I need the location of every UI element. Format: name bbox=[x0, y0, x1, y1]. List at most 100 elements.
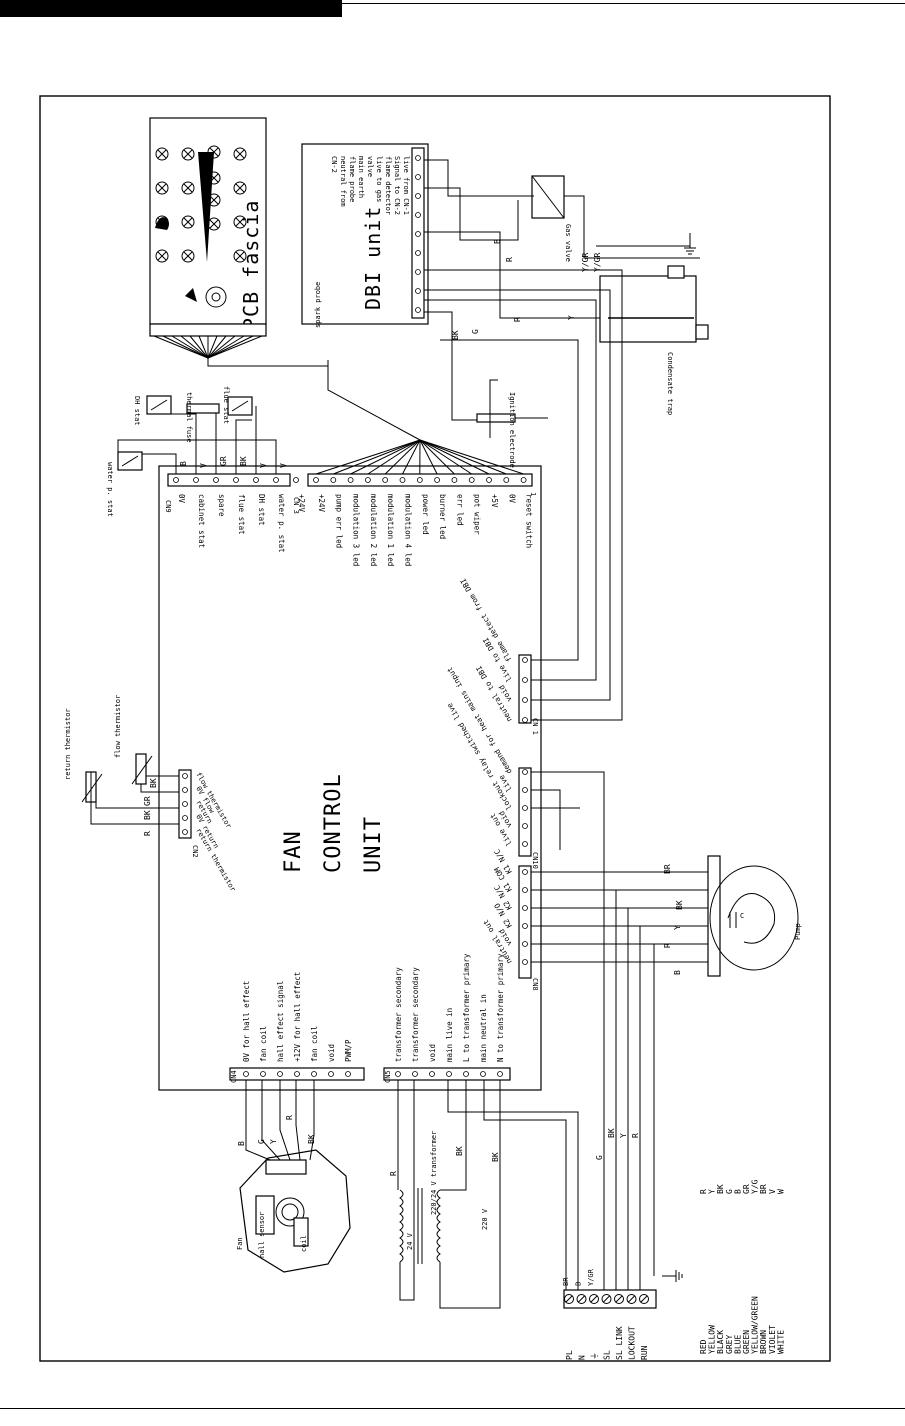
cn3-pin bbox=[434, 477, 441, 483]
cn3-pin bbox=[382, 477, 389, 483]
cn5-pin-label: main neutral in bbox=[479, 994, 488, 1062]
legend-colour-name: GREY bbox=[725, 1335, 734, 1354]
header-bar bbox=[0, 0, 342, 17]
terminal-label: LOCKOUT bbox=[628, 1326, 637, 1360]
svg-text:Pump: Pump bbox=[794, 923, 802, 940]
cn3-pin-label: err led bbox=[455, 494, 464, 526]
svg-text:C: C bbox=[740, 912, 744, 920]
dbi-pin bbox=[415, 307, 421, 313]
cn9-pin-label: 0V bbox=[177, 494, 186, 504]
cn2-pin bbox=[182, 829, 188, 835]
fascia-led-icon bbox=[181, 249, 195, 263]
svg-text:B: B bbox=[673, 970, 682, 975]
dbi-terminal-label: valve bbox=[366, 156, 374, 177]
cn5-pin bbox=[412, 1071, 418, 1077]
cn4-pin-label: hall effect signal bbox=[276, 981, 285, 1062]
cn3-pin-label: power led bbox=[421, 494, 430, 535]
reset-knob-icon[interactable] bbox=[205, 286, 227, 308]
cn4-pin-label: +12V for hall effect bbox=[293, 972, 302, 1062]
dbi-pin bbox=[415, 193, 421, 199]
terminal-screw-icon bbox=[576, 1294, 587, 1304]
cn4-pin bbox=[311, 1071, 317, 1077]
pot-indicator-icon bbox=[198, 152, 214, 262]
svg-text:B: B bbox=[493, 239, 502, 244]
cn9-pin-label: +24V bbox=[297, 494, 306, 513]
terminal-screw-icon bbox=[601, 1294, 612, 1304]
cn5-pin bbox=[429, 1071, 435, 1077]
cn1-pin bbox=[522, 697, 528, 703]
svg-text:BK: BK bbox=[491, 1152, 500, 1162]
cn5-pin-label: void bbox=[428, 1044, 437, 1062]
fascia-led-icon bbox=[181, 181, 195, 195]
svg-text:CN4: CN4 bbox=[230, 1070, 238, 1083]
cn8-pin bbox=[522, 887, 528, 893]
cn2-pin bbox=[182, 787, 188, 793]
cn3-pin bbox=[330, 477, 337, 483]
dbi-terminal-label: neutral from bbox=[339, 156, 347, 207]
svg-text:CN2: CN2 bbox=[191, 845, 199, 858]
dbi-terminal-label: CN-2 bbox=[330, 156, 338, 173]
legend-colour-name: GREEN bbox=[742, 1330, 751, 1354]
cn4-pin bbox=[294, 1071, 300, 1077]
cn4-pin bbox=[277, 1071, 283, 1077]
legend-colour-code: Y bbox=[708, 1189, 717, 1194]
cn3-pin-label: modulation 1 led bbox=[386, 494, 395, 566]
svg-text:BK: BK bbox=[143, 810, 152, 820]
cn5-pin-label: transformer secondary bbox=[411, 967, 420, 1062]
svg-text:BK: BK bbox=[607, 1128, 616, 1138]
svg-text:R: R bbox=[389, 1171, 398, 1176]
cn3-pin bbox=[486, 477, 492, 483]
svg-text:G: G bbox=[595, 1155, 604, 1160]
terminal-screw-icon bbox=[589, 1294, 599, 1304]
cn9-pin bbox=[193, 477, 199, 483]
cn9-pin bbox=[213, 477, 219, 483]
svg-text:flue stat: flue stat bbox=[222, 386, 230, 424]
legend-colour-code: B bbox=[733, 1189, 742, 1194]
cn4-connector: 0V for hall effect fan coil hall effect si… bbox=[229, 972, 365, 1083]
cn9-pin-label: flue stat bbox=[237, 494, 246, 535]
cn9-pin bbox=[233, 477, 239, 483]
svg-text:Fan: Fan bbox=[236, 1237, 244, 1250]
header-rule bbox=[342, 3, 905, 4]
cn9-pin-label: cabinet stat bbox=[197, 494, 206, 548]
cn5-pin bbox=[395, 1071, 401, 1077]
cn5-pin bbox=[446, 1071, 452, 1077]
svg-text:R: R bbox=[663, 943, 672, 948]
flame-icon bbox=[155, 217, 169, 230]
cn2-pin bbox=[182, 801, 188, 807]
svg-text:1: 1 bbox=[529, 492, 537, 496]
svg-text:BK: BK bbox=[675, 900, 684, 910]
cn9-pin bbox=[173, 477, 179, 483]
dbi-pin bbox=[415, 212, 421, 218]
svg-text:water p. stat: water p. stat bbox=[106, 462, 114, 517]
svg-text:24 V: 24 V bbox=[406, 1232, 414, 1250]
cn5-connector: transformer secondary transformer seconda… bbox=[383, 953, 511, 1083]
svg-text:B: B bbox=[179, 461, 188, 466]
cn3-pin-label: +5V bbox=[490, 494, 499, 508]
svg-text:Ignition electrode: Ignition electrode bbox=[508, 392, 516, 468]
arrow-icon bbox=[185, 288, 197, 302]
transformer: 24 V 220/24 V transformer 220 V bbox=[399, 1131, 489, 1264]
legend-colour-name: YELLOW bbox=[708, 1325, 717, 1354]
svg-text:CONTROL: CONTROL bbox=[321, 773, 346, 873]
fan: Fan hall sensor coil bbox=[236, 1149, 351, 1273]
dbi-terminal-label: live from CN-1 bbox=[402, 156, 410, 215]
svg-text:DH stat: DH stat bbox=[133, 396, 141, 426]
cn5-pin-label: transformer secondary bbox=[394, 967, 403, 1062]
svg-text:hall sensor: hall sensor bbox=[258, 1212, 266, 1258]
legend-colour-name: BLACK bbox=[716, 1330, 725, 1354]
cn3-pin bbox=[364, 477, 371, 483]
legend-colour-code: GR bbox=[742, 1184, 751, 1194]
cn4-pin-label: 0V for hall effect bbox=[242, 981, 251, 1062]
svg-text:CN8: CN8 bbox=[531, 978, 539, 991]
svg-text:R: R bbox=[513, 317, 522, 322]
cn4-pin bbox=[243, 1071, 249, 1077]
svg-text:R: R bbox=[285, 1115, 294, 1120]
fascia-led-icon bbox=[181, 147, 195, 161]
cn4-pin-label: fan coil bbox=[259, 1026, 268, 1062]
cn4-pin bbox=[328, 1071, 334, 1077]
fascia-led-icon bbox=[181, 215, 195, 229]
terminal-label: PL bbox=[565, 1350, 574, 1360]
